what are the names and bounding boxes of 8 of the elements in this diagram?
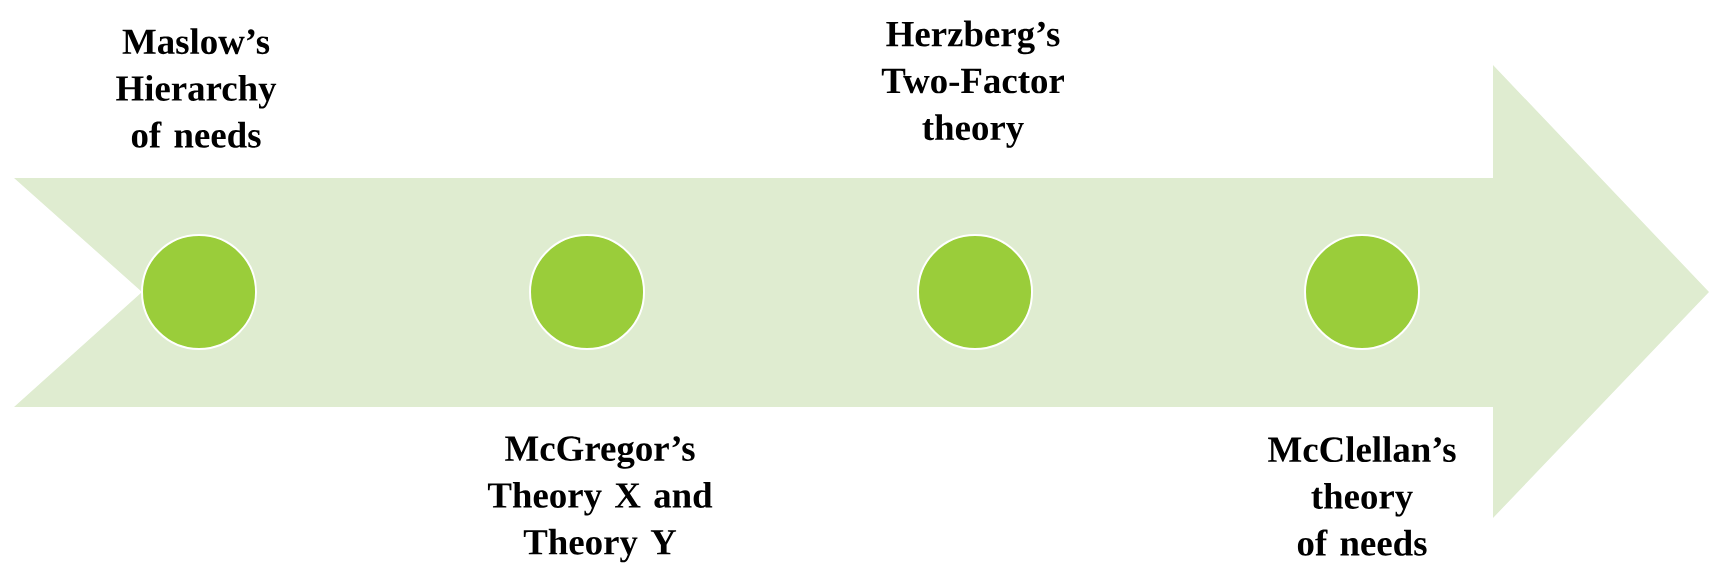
milestone-label: McGregor’s Theory X and Theory Y xyxy=(487,436,713,563)
milestone-label: Maslow’s Hierarchy of needs xyxy=(116,28,277,148)
milestone-label: McClellan’s theory of needs xyxy=(1268,436,1456,556)
circle xyxy=(529,234,645,350)
circle xyxy=(917,234,1033,350)
circle xyxy=(141,234,257,350)
milestone-label: Herzberg’s Two-Factor theory xyxy=(881,20,1064,148)
circle xyxy=(1304,234,1420,350)
